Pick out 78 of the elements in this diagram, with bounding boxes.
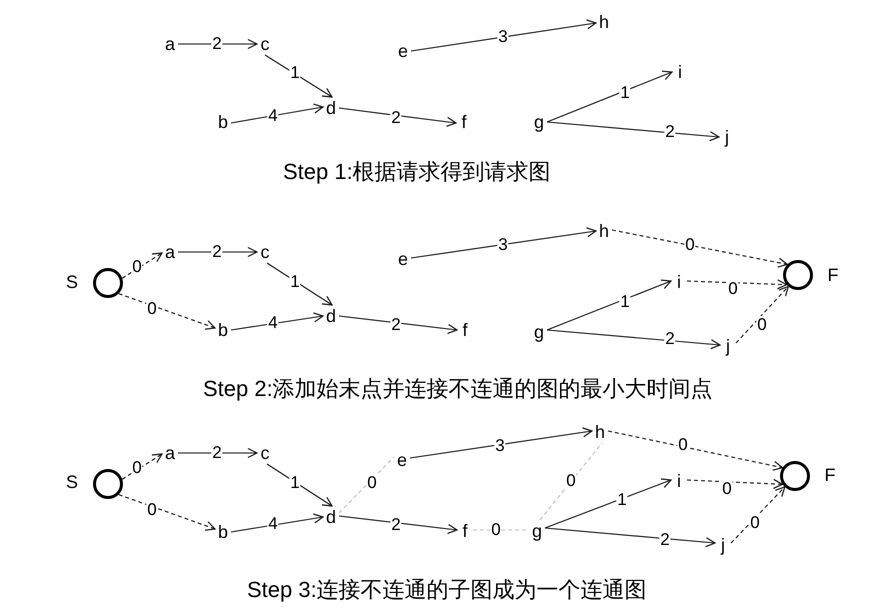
dashed-line: [540, 442, 602, 520]
vertex-label: g: [531, 111, 547, 133]
dashed-line: [338, 456, 394, 514]
step-caption: Step 2:添加始末点并连接不连通的图的最小大时间点: [203, 376, 713, 402]
vertex-label: g: [529, 520, 545, 542]
vertex-label: c: [257, 241, 273, 263]
arrow: [230, 312, 324, 331]
dashed-line: [473, 529, 529, 531]
vertex-label: g: [531, 321, 547, 343]
vertex-label: a: [162, 442, 178, 464]
vertex-label: e: [395, 248, 411, 270]
arrow: [410, 227, 597, 259]
vertex-label: j: [715, 534, 731, 556]
arrow: [410, 19, 597, 52]
dashed-arrow: [730, 486, 786, 544]
dashed-arrow: [736, 286, 789, 344]
vertex-label: i: [671, 271, 687, 293]
vertex-label: a: [162, 33, 178, 55]
arrow: [230, 513, 324, 533]
vertex-label: f: [457, 520, 473, 542]
circle-node: [93, 469, 123, 499]
vertex-label: f: [456, 111, 472, 133]
dashed-arrow: [608, 430, 784, 471]
node-label: S: [66, 271, 78, 293]
vertex-label: d: [323, 97, 339, 119]
vertex-label: h: [592, 421, 608, 443]
vertex-label: i: [671, 470, 687, 492]
arrow: [178, 246, 258, 258]
vertex-label: h: [596, 11, 612, 33]
vertex-label: b: [215, 521, 231, 543]
arrow: [546, 121, 720, 142]
step-caption: Step 1:根据请求得到请求图: [283, 159, 551, 185]
arrow: [338, 315, 458, 334]
dashed-arrow: [612, 229, 788, 268]
vertex-label: e: [395, 40, 411, 62]
vertex-label: j: [720, 335, 736, 357]
arrow: [266, 262, 333, 306]
arrow: [410, 427, 593, 459]
vertex-label: a: [162, 241, 178, 263]
arrow: [544, 527, 716, 548]
vertex-label: d: [323, 305, 339, 327]
edge-label: 0: [131, 258, 143, 276]
vertex-label: i: [672, 61, 688, 83]
vertex-label: h: [596, 220, 612, 242]
dashed-arrow: [122, 252, 163, 279]
arrow: [338, 515, 458, 534]
arrow: [546, 70, 673, 123]
vertex-label: e: [394, 449, 410, 471]
vertex-label: f: [457, 319, 473, 341]
arrow: [546, 280, 672, 331]
arrow: [230, 104, 324, 124]
dashed-arrow: [118, 494, 216, 531]
arrow: [178, 38, 258, 50]
vertex-label: j: [719, 126, 735, 148]
arrow: [178, 448, 258, 458]
arrow: [546, 329, 721, 350]
circle-node: [783, 260, 813, 290]
node-label: S: [66, 471, 78, 493]
node-label: F: [828, 264, 838, 286]
step-caption: Step 3:连接不连通的子图成为一个连通图: [247, 577, 647, 603]
dashed-arrow: [122, 453, 163, 480]
arrow: [544, 478, 672, 529]
arrow: [264, 54, 333, 98]
dashed-arrow: [686, 478, 784, 489]
dashed-arrow: [118, 293, 216, 330]
edge-label: 0: [565, 472, 577, 490]
vertex-label: c: [257, 442, 273, 464]
vertex-label: b: [215, 319, 231, 341]
arrow: [338, 107, 457, 127]
circle-node: [93, 268, 123, 298]
vertex-label: d: [323, 506, 339, 528]
circle-node: [780, 461, 810, 491]
node-label: F: [824, 464, 836, 486]
vertex-label: b: [215, 111, 231, 133]
vertex-label: c: [257, 33, 273, 55]
dashed-arrow: [686, 279, 788, 290]
arrow: [266, 464, 333, 507]
edge-label: 0: [131, 459, 143, 477]
